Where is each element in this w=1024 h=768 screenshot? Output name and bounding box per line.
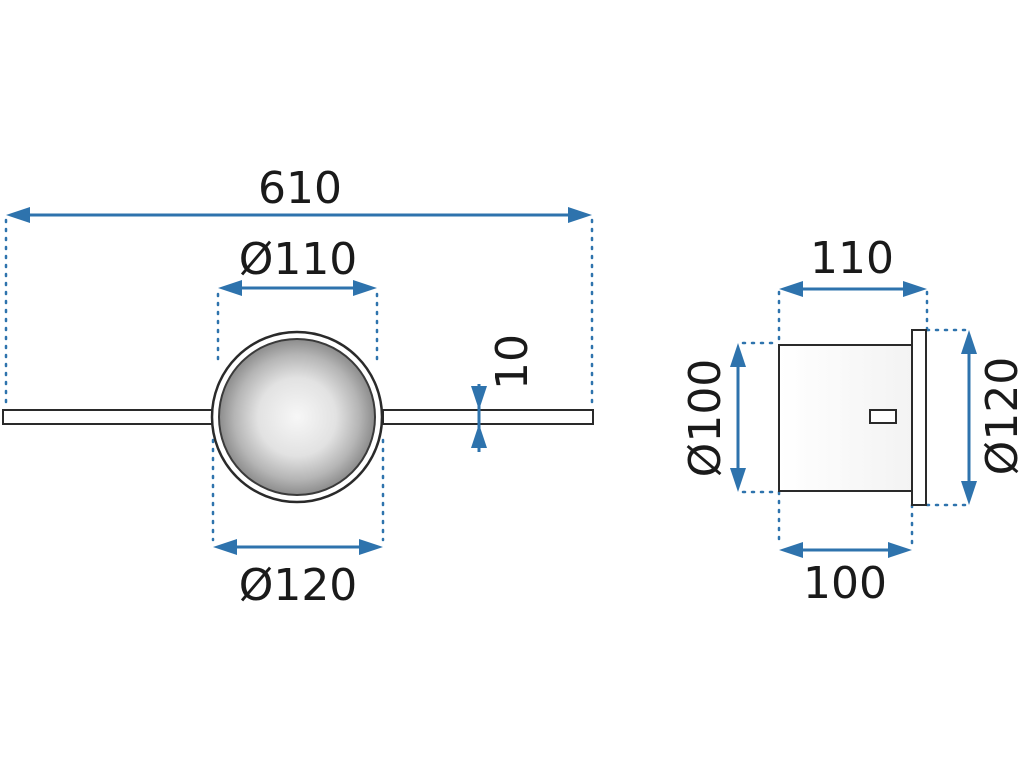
- mirror-inner-disc: [218, 338, 376, 496]
- arrow-right-inner-diameter: [353, 280, 377, 296]
- arrow-left-total-width: [6, 207, 30, 223]
- label-side-depth-top: 110: [810, 233, 894, 284]
- label-side-plate-diameter: Ø120: [977, 357, 1024, 476]
- arrow-right-total-width: [568, 207, 592, 223]
- side-slot: [869, 409, 897, 424]
- arrow-left-side-depth-bottom: [779, 542, 803, 558]
- arrow-left-inner-diameter: [218, 280, 242, 296]
- side-mount-plate: [911, 329, 927, 506]
- arrow-right-side-depth-top: [903, 281, 927, 297]
- arrow-left-side-depth-top: [779, 281, 803, 297]
- label-side-body-diameter: Ø100: [680, 359, 731, 478]
- arrow-right-side-depth-bottom: [888, 542, 912, 558]
- label-outer-diameter: Ø120: [239, 560, 358, 611]
- arrow-bottom-side-body-diameter: [730, 468, 746, 492]
- label-side-depth-bottom: 100: [803, 558, 887, 609]
- arrow-top-side-plate-diameter: [961, 330, 977, 354]
- front-view: 610 Ø110 Ø120 10: [2, 163, 594, 611]
- lamp-bar-right: [382, 409, 594, 425]
- side-view: 110 100 Ø100 Ø120: [680, 233, 1024, 609]
- arrow-left-outer-diameter: [213, 539, 237, 555]
- arrow-bottom-side-plate-diameter: [961, 481, 977, 505]
- arrow-bottom-bar-thickness: [471, 424, 487, 448]
- label-bar-thickness: 10: [487, 334, 538, 390]
- arrow-top-bar-thickness: [471, 386, 487, 410]
- label-inner-diameter: Ø110: [239, 234, 358, 285]
- arrow-top-side-body-diameter: [730, 343, 746, 367]
- arrow-right-outer-diameter: [359, 539, 383, 555]
- label-total-width: 610: [258, 163, 342, 214]
- lamp-bar-left: [2, 409, 214, 425]
